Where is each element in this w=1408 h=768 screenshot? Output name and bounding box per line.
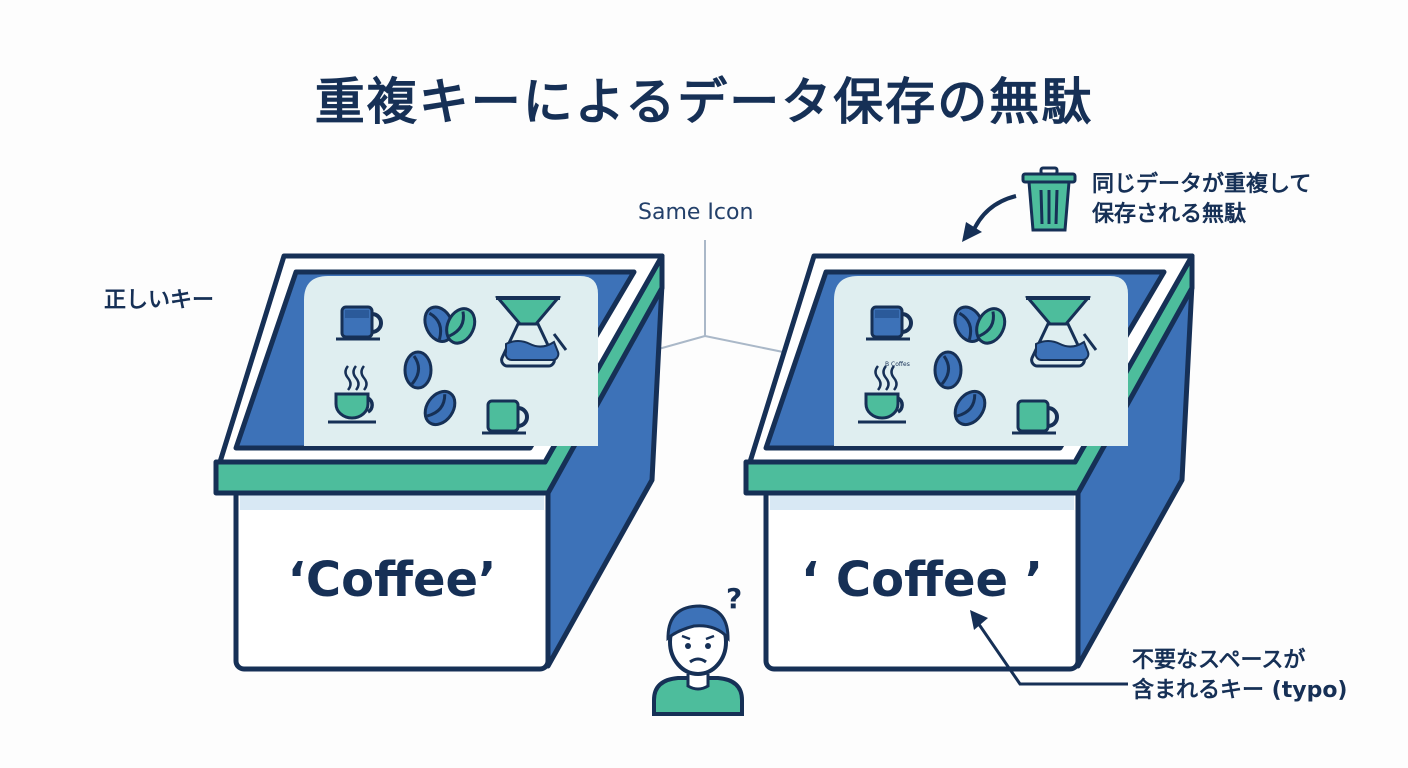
right-storage-box: B Coffes (743, 253, 1195, 672)
left-storage-box (213, 253, 665, 672)
typo-note-line2: 含まれるキー (typo) (1132, 677, 1348, 703)
question-mark: ? (726, 582, 742, 615)
typo-arrow (970, 610, 1128, 686)
correct-key-label: 正しいキー (104, 288, 215, 313)
page-title: 重複キーによるデータ保存の無駄 (314, 73, 1094, 131)
waste-arrow (962, 194, 1017, 242)
waste-note: 同じデータが重複して 保存される無駄 (1092, 170, 1311, 229)
waste-note-line2: 保存される無駄 (1092, 201, 1247, 227)
confused-person-icon: ? (652, 582, 744, 716)
tiny-screen-text: B Coffes (885, 361, 910, 368)
same-icon-label: Same Icon (638, 200, 754, 225)
right-key-label: ‘ Coffee ’ (800, 552, 1044, 608)
typo-note: 不要なスペースが 含まれるキー (typo) (1132, 646, 1348, 705)
left-key-label: ‘Coffee’ (287, 552, 497, 608)
waste-note-line1: 同じデータが重複して (1092, 172, 1312, 197)
trash-can-icon (1021, 166, 1077, 232)
typo-note-line1: 不要なスペースが (1132, 648, 1306, 673)
